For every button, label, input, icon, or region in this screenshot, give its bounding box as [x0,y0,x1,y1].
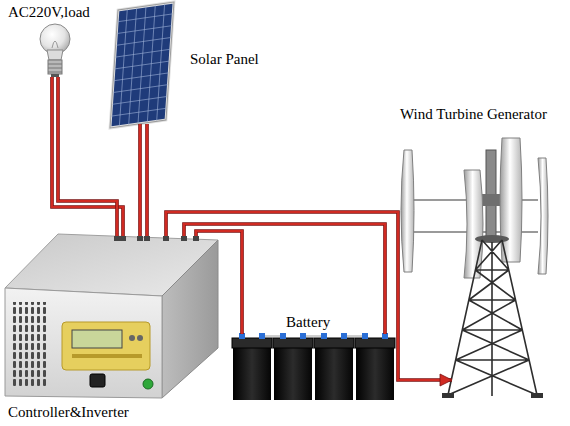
solar-panel [110,2,174,128]
wire [196,231,242,334]
component-node: Solar Panel [100,2,275,124]
component-label: Controller&Inverter [8,403,129,421]
wire-shadow [166,212,452,380]
wire-shadow [184,224,385,334]
component-label: Wind Turbine Generator [400,105,547,123]
component-node: Battery [230,334,398,402]
component-label: Solar Panel [190,50,259,68]
wire-connector [184,224,385,334]
component-node: Wind Turbine Generator [452,105,557,397]
component-node: AC220V,load [4,3,99,77]
component-node: Controller&Inverter [3,236,220,421]
wire [184,224,385,334]
wire-connector [52,77,123,236]
light-bulb [40,24,70,77]
wire [139,124,141,236]
wire-shadow [196,231,242,334]
wind-turbine [401,138,548,398]
component-label: Battery [286,313,330,331]
wire-shadow [58,77,117,236]
battery-bank [232,333,395,400]
component-label: AC220V,load [8,3,90,21]
wire-connector [140,124,147,236]
wire [166,212,452,380]
wire-shadow [138,124,142,236]
controller-inverter-box [5,234,218,398]
wire-shadow [145,124,149,236]
wire [52,77,123,236]
wire-shadow [52,77,123,236]
wire [146,124,148,236]
wire [58,77,117,236]
arrow-head [440,374,452,386]
wire-connector [166,212,452,386]
